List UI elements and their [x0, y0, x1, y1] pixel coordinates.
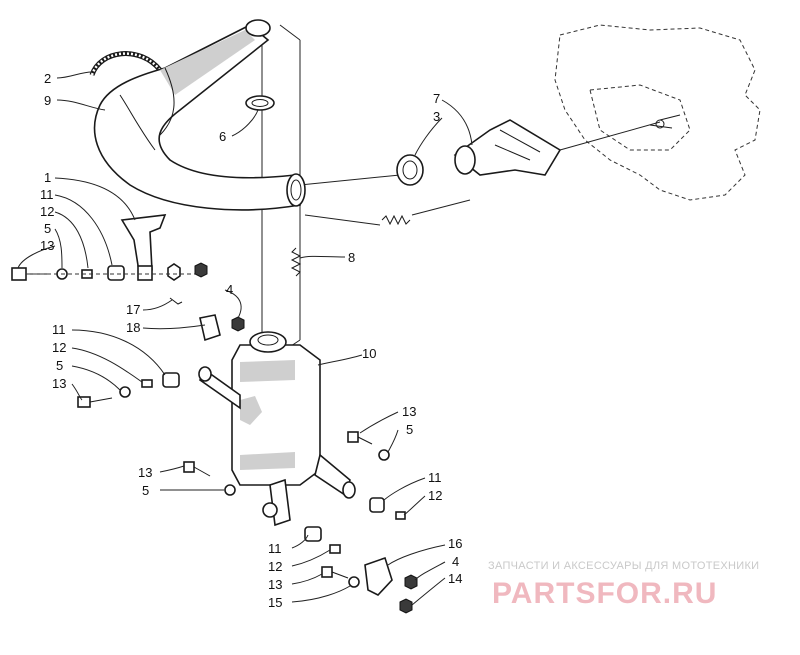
label-11-left: 11: [52, 322, 66, 337]
label-5-upper: 5: [44, 221, 51, 236]
label-16: 16: [448, 536, 462, 551]
watermark-logo: PARTSFOR.RU: [492, 577, 718, 610]
part-number-labels: 2 9 6 7 3 1 11 12 5 13 8 4 17 18 10 11 1…: [40, 71, 462, 610]
label-11-bottom: 11: [268, 541, 282, 556]
label-3: 3: [433, 109, 440, 124]
mid-small-parts: [169, 297, 245, 342]
label-12-upper: 12: [40, 204, 54, 219]
label-12-left: 12: [52, 340, 66, 355]
expansion-chamber: [93, 19, 306, 211]
label-13-bottom: 13: [268, 577, 282, 592]
label-5-right: 5: [406, 422, 413, 437]
label-12-bottom: 12: [268, 559, 282, 574]
label-6: 6: [219, 129, 226, 144]
label-13-upper: 13: [40, 238, 54, 253]
bracket-part: [120, 214, 167, 280]
label-4-upper: 4: [226, 282, 233, 297]
label-7: 7: [433, 91, 440, 106]
label-10: 10: [362, 346, 376, 361]
label-15: 15: [268, 595, 282, 610]
label-13-right: 13: [402, 404, 416, 419]
label-17: 17: [126, 302, 140, 317]
label-2: 2: [44, 71, 51, 86]
right-fasteners: [347, 431, 406, 520]
label-5-bottom-left: 5: [142, 483, 149, 498]
engine-outline: [554, 24, 761, 201]
muffler: [198, 331, 356, 527]
label-11-upper: 11: [40, 187, 54, 202]
bottom-left-fasteners: [183, 461, 236, 496]
label-13-bottom-left: 13: [138, 465, 152, 480]
ring-part: [245, 95, 275, 111]
label-13-left: 13: [52, 376, 66, 391]
bottom-bracket-assembly: [304, 526, 418, 614]
label-8: 8: [348, 250, 355, 265]
label-14: 14: [448, 571, 462, 586]
watermark-caption: ЗАПЧАСТИ И АКСЕССУАРЫ ДЛЯ МОТОТЕХНИКИ: [488, 560, 760, 572]
left-fasteners: [77, 372, 180, 408]
callout-lines: [17, 71, 473, 606]
guide-lines: [261, 24, 661, 351]
seal-ring: [396, 154, 424, 186]
upper-fasteners: [11, 262, 208, 281]
exhaust-manifold: [453, 119, 562, 176]
springs: [290, 214, 411, 277]
label-11-right: 11: [428, 470, 442, 485]
label-18: 18: [126, 320, 140, 335]
label-1: 1: [44, 170, 51, 185]
label-4-bottom: 4: [452, 554, 459, 569]
label-5-left: 5: [56, 358, 63, 373]
label-12-right: 12: [428, 488, 442, 503]
label-9: 9: [44, 93, 51, 108]
